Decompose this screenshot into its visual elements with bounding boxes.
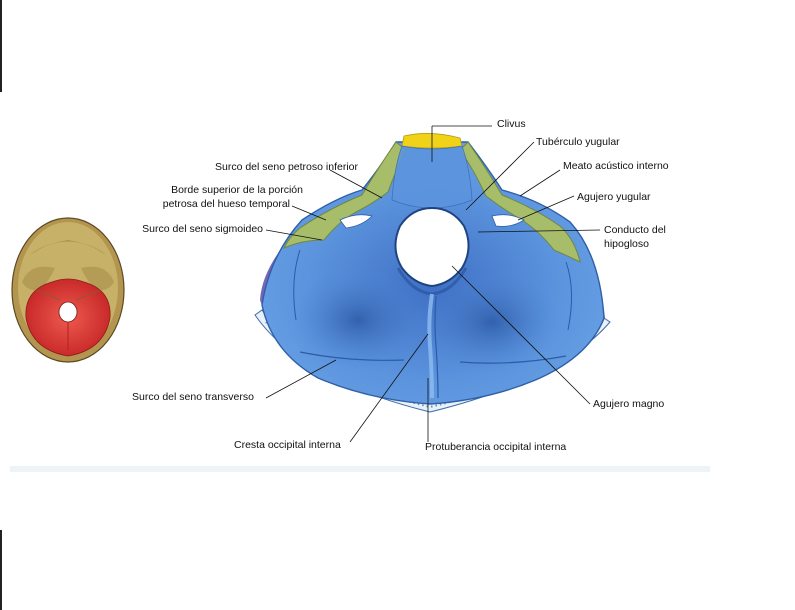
left-edge-mark-top <box>0 0 2 92</box>
right-sigmoid-groove <box>565 261 573 331</box>
leader-cresta <box>349 333 429 443</box>
main-occipital-bone <box>254 133 611 413</box>
label-surco-petroso-inferior: Surco del seno petroso inferior <box>215 161 358 173</box>
leader-lines <box>265 125 601 443</box>
label-borde-superior-2: petrosa del hueso temporal <box>162 198 290 210</box>
label-agujero-yugular: Agujero yugular <box>577 191 651 203</box>
ground-shadow <box>10 466 710 472</box>
left-cerebellar-fossa <box>288 268 428 372</box>
label-cresta-occipital: Cresta occipital interna <box>234 439 341 451</box>
label-protuberancia-occipital: Protuberancia occipital interna <box>425 441 567 453</box>
label-conducto-hipogloso-1: Conducto del <box>604 224 666 236</box>
leader-magno <box>451 265 591 405</box>
leader-borde <box>291 205 327 221</box>
right-petrous-green <box>459 141 581 263</box>
label-conducto-hipogloso-2: hipogloso <box>604 238 649 250</box>
leader-sigmoideo <box>265 229 323 241</box>
leader-petroso-inferior <box>329 169 383 199</box>
label-meato-acustico: Meato acústico interno <box>563 160 669 172</box>
label-agujero-magno: Agujero magno <box>593 398 665 410</box>
right-transverse-groove <box>459 355 567 364</box>
label-clivus: Clivus <box>497 118 526 130</box>
leader-meato <box>519 169 561 197</box>
label-borde-superior-1: Borde superior de la porción <box>171 184 303 196</box>
left-edge-mark-bottom <box>0 530 2 610</box>
left-transverse-groove <box>299 351 405 361</box>
foramen-magnum <box>394 206 470 288</box>
right-cerebellar-fossa <box>422 270 562 374</box>
clivus-slope <box>391 145 473 209</box>
leader-hipogloso <box>477 229 601 233</box>
left-petrous-green <box>282 141 407 250</box>
inset-skull-base <box>11 217 125 363</box>
left-sigmoid-groove <box>293 249 301 321</box>
inset-sutures <box>35 289 101 301</box>
right-jugular-foramen <box>491 214 525 227</box>
crest-shadow <box>434 295 439 399</box>
left-jugular-foramen <box>339 214 373 229</box>
internal-occipital-crest <box>427 293 434 399</box>
leader-transverso <box>265 359 337 399</box>
leader-yugular <box>517 195 575 221</box>
label-tuberculo-yugular: Tubérculo yugular <box>536 136 620 148</box>
label-surco-sigmoideo: Surco del seno sigmoideo <box>142 223 263 235</box>
label-surco-transverso: Surco del seno transverso <box>132 391 254 403</box>
inset-middle-fossa-right <box>81 266 114 291</box>
leader-tuberculo <box>465 141 535 211</box>
inset-foramen-magnum <box>58 301 78 323</box>
inset-middle-fossa-left <box>22 266 55 291</box>
